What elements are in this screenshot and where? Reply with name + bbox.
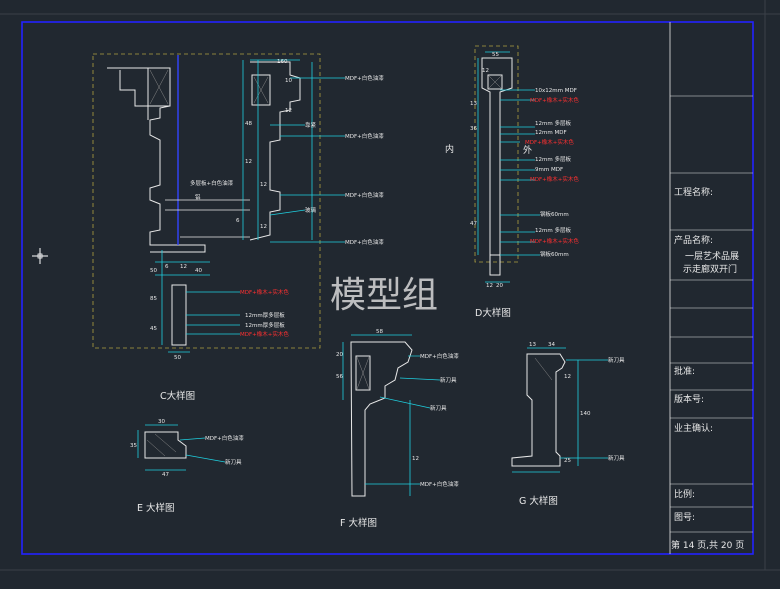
- g-dim-2: 12: [564, 374, 571, 380]
- c-dim-11: 50: [150, 268, 157, 274]
- c-dim-12: 85: [150, 296, 157, 302]
- c-note-mdf-4: MDF+白色油漆: [345, 238, 384, 246]
- c-note-glass: 玻璃: [305, 206, 317, 214]
- c-dim-13: 45: [150, 326, 157, 332]
- c-note-ply-1: 12mm厚多层板: [245, 311, 285, 319]
- d-note-mdf-9: 9mm MDF: [535, 167, 563, 173]
- d-note-red-3: MDF+橡木+实木色: [530, 175, 579, 183]
- d-inner-label: 内: [445, 143, 454, 155]
- c-detail-view[interactable]: MDF+白色油漆 MDF+白色油漆 MDF+白色油漆 MDF+白色油漆 多层板+…: [92, 53, 384, 402]
- f-note-mdf-1: MDF+白色油漆: [420, 352, 459, 360]
- g-note-cutter-2: 新刀具: [608, 454, 625, 462]
- product-name-label: 产品名称:: [674, 234, 713, 246]
- c-dim-3: 12: [260, 182, 267, 188]
- d-outer-label: 外: [523, 144, 532, 156]
- cursor-crosshair-icon: [32, 248, 48, 264]
- version-label: 版本号:: [674, 393, 704, 405]
- c-note-tight: 靠紧: [305, 121, 317, 129]
- e-detail-view[interactable]: MDF+白色油漆 新刀具 35 47 30 E 大样图: [130, 419, 244, 514]
- f-detail-title: F 大样图: [340, 517, 377, 529]
- product-name-line1: 一层艺术品展: [685, 250, 739, 262]
- f-note-mdf-2: MDF+白色油漆: [420, 480, 459, 488]
- c-note-aluminum: 铝: [195, 193, 201, 201]
- product-name-line2: 示走廊双开门: [683, 263, 737, 275]
- g-dim-0: 13: [529, 342, 536, 348]
- f-note-cutter-2: 新刀具: [430, 404, 447, 412]
- e-dim-0: 35: [130, 443, 137, 449]
- c-dim-6: 10: [285, 78, 292, 84]
- c-note-mdf-1: MDF+白色油漆: [345, 74, 384, 82]
- g-dim-4: 140: [580, 411, 591, 417]
- d-note-red-1: MDF+橡木+实木色: [530, 96, 579, 104]
- owner-confirm-label: 业主确认:: [674, 422, 713, 434]
- c-dim-2: 12: [245, 159, 252, 165]
- d-dim-2: 13: [470, 101, 477, 107]
- d-dim-3: 36: [470, 126, 477, 132]
- c-dim-9: 12: [180, 264, 187, 270]
- c-detail-title: C大样图: [160, 390, 195, 402]
- d-note-steel-1: 钢板60mm: [540, 210, 569, 218]
- f-dim-1: 20: [336, 352, 343, 358]
- d-note-mdf-strip: 10x12mm MDF: [535, 88, 577, 94]
- g-detail-title: G 大样图: [519, 495, 558, 507]
- d-dim-1: 12: [482, 68, 489, 74]
- drawing-number-label: 图号:: [674, 512, 695, 523]
- c-note-red-1: MDF+橡木+实木色: [240, 288, 289, 296]
- title-block: 工程名称: 产品名称: 一层艺术品展 示走廊双开门 批准: 版本号: 业主确认:…: [669, 22, 753, 554]
- e-note-cutter: 新刀具: [225, 458, 242, 466]
- c-dim-1: 48: [245, 121, 252, 127]
- page-info: 第 14 页,共 20 页: [671, 539, 744, 551]
- f-dim-0: 58: [376, 329, 383, 335]
- scale-label: 比例:: [674, 488, 695, 500]
- c-dim-10: 40: [195, 268, 202, 274]
- f-detail-view[interactable]: MDF+白色油漆 新刀具 新刀具 MDF+白色油漆 58 20 56 12 F …: [336, 329, 459, 529]
- watermark-text: 模型组: [330, 275, 438, 316]
- d-dim-5: 12: [486, 283, 493, 289]
- c-dim-14: 50: [174, 355, 181, 361]
- c-dim-8: 6: [165, 264, 169, 270]
- d-note-ply-1: 12mm 多层板: [535, 119, 571, 127]
- d-note-mdf-12: 12mm MDF: [535, 130, 567, 136]
- d-detail-title: D大样图: [475, 307, 511, 319]
- g-note-cutter-1: 新刀具: [608, 356, 625, 364]
- c-dim-4: 6: [236, 218, 240, 224]
- d-note-red-2: MDF+橡木+实木色: [525, 138, 574, 146]
- d-dim-0: 55: [492, 52, 499, 58]
- approve-label: 批准:: [674, 365, 695, 377]
- f-dim-3: 12: [412, 456, 419, 462]
- g-detail-view[interactable]: 新刀具 新刀具 13 34 12 140 25 G 大样图: [511, 342, 625, 507]
- c-note-red-2: MDF+橡木+实木色: [240, 330, 289, 338]
- e-note-mdf: MDF+白色油漆: [205, 434, 244, 442]
- d-note-steel-2: 钢板60mm: [540, 250, 569, 258]
- c-dim-7: 12: [285, 108, 292, 114]
- drawing-border: [21, 21, 754, 555]
- d-detail-view[interactable]: 10x12mm MDF MDF+橡木+实木色 12mm 多层板 12mm MDF…: [445, 45, 579, 319]
- e-dim-2: 30: [158, 419, 165, 425]
- c-note-ply-2: 12mm厚多层板: [245, 321, 285, 329]
- d-note-ply-3: 12mm 多层板: [535, 226, 571, 234]
- e-detail-title: E 大样图: [137, 502, 175, 514]
- c-dim-5: 12: [260, 224, 267, 230]
- c-dim-0: 160: [277, 59, 288, 65]
- g-dim-5: 25: [564, 458, 571, 464]
- project-name-label: 工程名称:: [674, 186, 713, 198]
- d-dim-4: 47: [470, 221, 477, 227]
- c-note-mdf-3: MDF+白色油漆: [345, 191, 384, 199]
- c-note-mdf-2: MDF+白色油漆: [345, 132, 384, 140]
- f-dim-2: 56: [336, 374, 343, 380]
- c-note-plywood: 多层板+白色油漆: [190, 179, 234, 187]
- d-note-ply-2: 12mm 多层板: [535, 155, 571, 163]
- g-dim-1: 34: [548, 342, 555, 348]
- f-note-cutter-1: 新刀具: [440, 376, 457, 384]
- e-dim-1: 47: [162, 472, 169, 478]
- d-note-red-4: MDF+橡木+实木色: [530, 237, 579, 245]
- d-dim-6: 20: [496, 283, 503, 289]
